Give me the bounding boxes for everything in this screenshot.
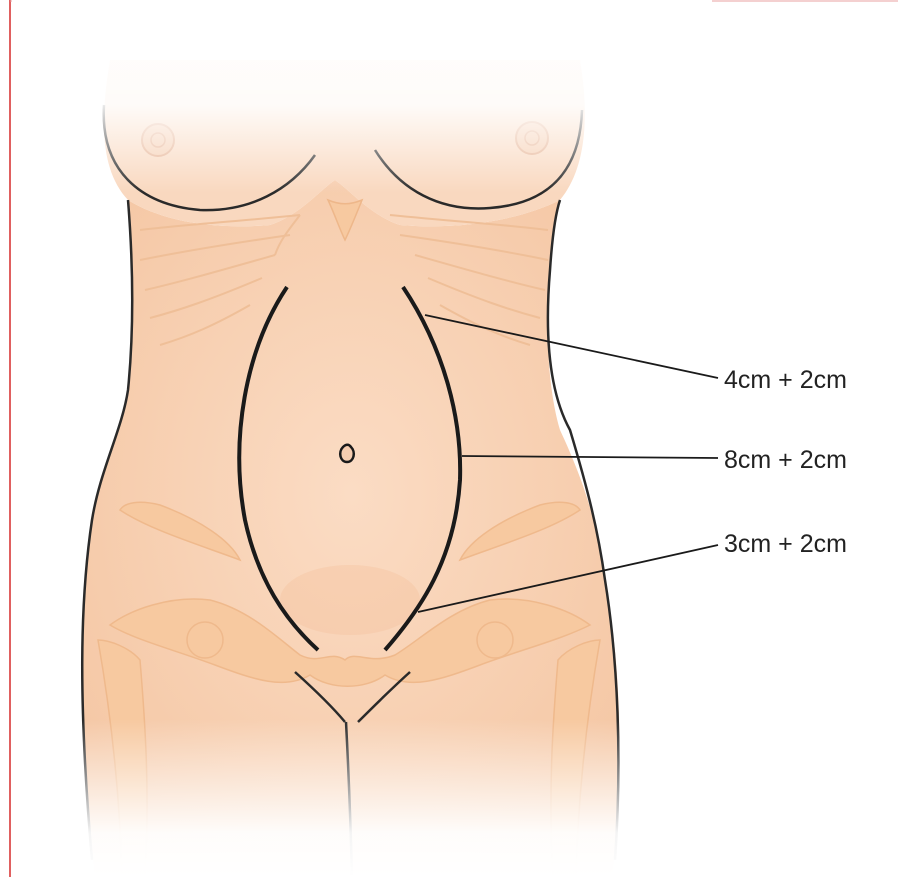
fade-overlay — [12, 0, 712, 877]
callout-label-lower: 3cm + 2cm — [724, 530, 847, 558]
callout-label-middle: 8cm + 2cm — [724, 446, 847, 474]
callout-label-upper: 4cm + 2cm — [724, 366, 847, 394]
